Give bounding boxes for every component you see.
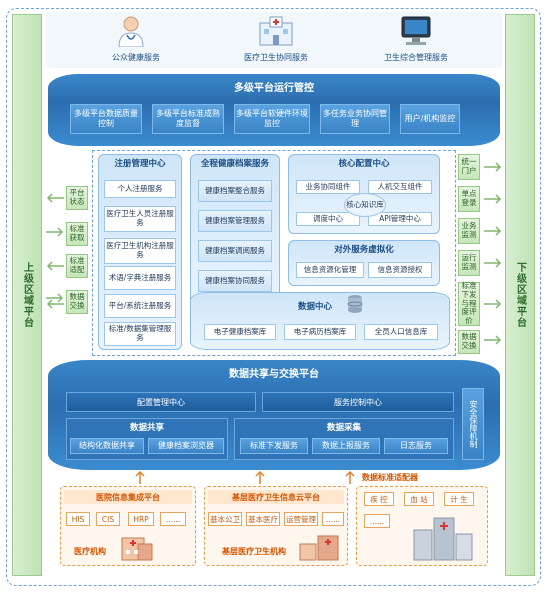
right-item-standard-dispatch: 标准下发与程度评价 [458, 282, 480, 326]
registry-item-staff: 医疗卫生人员注册服务 [104, 206, 176, 232]
exchange-platform-title: 数据共享与交换平台 [229, 368, 319, 380]
top-label-admin: 卫生综合管理服务 [384, 53, 448, 62]
primary-label: 基层医疗卫生机构 [222, 546, 286, 556]
right-arrows [484, 162, 502, 345]
core-config-title: 核心配置中心 [338, 159, 390, 169]
other-item-blood-station: 血 站 [404, 492, 434, 506]
sharing-structured: 结构化数据共享 [70, 438, 144, 454]
adapter-arrows [135, 470, 355, 484]
adapter-label: 数据标准适配器 [362, 473, 418, 482]
collect-data-report: 数据上报服务 [312, 438, 380, 454]
outer-frame [6, 8, 541, 586]
exchange-service-center: 服务控制中心 [262, 392, 454, 412]
health-records-management: 健康档案管理服务 [198, 210, 272, 232]
right-item-sso: 单点登录 [458, 186, 480, 212]
virtualization-resource-management: 信息资源化管理 [296, 262, 364, 278]
data-center-panel [190, 292, 450, 350]
middle-services-area [92, 150, 456, 356]
data-center-ehr-repo: 电子健康档案库 [204, 324, 276, 340]
data-center-population-repo: 全员人口信息库 [364, 324, 438, 340]
registry-item-platform: 平台/系统注册服务 [104, 294, 176, 318]
city-buildings-icon [413, 517, 473, 561]
exchange-config-center: 配置管理中心 [66, 392, 256, 412]
left-region-title: 上级区域平台 [21, 262, 33, 328]
other-item-cdc: 疾 控 [364, 492, 394, 506]
sharing-title: 数据共享 [129, 423, 164, 433]
left-item-data-exchange: 数据交换 [66, 290, 88, 314]
hospital-building-icon [121, 537, 153, 561]
exchange-security: 安全保障机制 [462, 388, 484, 460]
hospital-label: 医疗机构 [74, 546, 106, 556]
collect-log: 日志服务 [384, 438, 448, 454]
primary-platform-title: 基层医疗卫生信息云平台 [208, 490, 344, 504]
registry-title: 注册管理中心 [114, 159, 166, 169]
primary-item-more: ...... [322, 512, 344, 526]
virtualization-title: 对外服务虚拟化 [334, 245, 394, 255]
other-item-family-planning: 计 生 [444, 492, 474, 506]
registry-item-institution: 医疗卫生机构注册服务 [104, 238, 176, 264]
hospital-item-hrp: HRP [128, 512, 154, 526]
right-item-runtime-monitor: 运行监测 [458, 250, 480, 276]
monitor-icon [396, 14, 436, 48]
ops-item-maturity: 多级平台标准成熟度监督 [152, 104, 224, 134]
health-records-title: 全程健康档案服务 [200, 159, 269, 169]
hospital-item-his: HIS [66, 512, 90, 526]
core-config-scheduler: 调度中心 [296, 212, 360, 226]
registry-item-terminology: 术语/字典注册服务 [104, 266, 176, 290]
hospital-item-cis: CIS [96, 512, 120, 526]
top-label-public-health: 公众健康服务 [112, 53, 160, 62]
primary-item-basic-care: 基本医疗 [246, 512, 280, 526]
ops-item-user-monitor: 用户/机构监控 [400, 104, 460, 134]
primary-item-operations: 运营管理 [284, 512, 318, 526]
data-center-emr-repo: 电子病历档案库 [284, 324, 356, 340]
exchange-security-label: 安全保障机制 [469, 400, 478, 448]
core-knowledge-base: 核心知识库 [344, 193, 386, 217]
ops-item-coordination: 多任务业务协同管理 [320, 104, 390, 134]
other-item-more: ...... [364, 514, 390, 528]
right-region-title: 下级区域平台 [514, 262, 526, 328]
health-records-integration: 健康档案整合服务 [198, 180, 272, 202]
right-region-column: 下级区域平台 [505, 14, 535, 576]
health-records-retrieval: 健康档案调阅服务 [198, 240, 272, 262]
ops-platform-title: 多级平台运行管控 [234, 82, 314, 94]
data-center-title: 数据中心 [297, 302, 332, 312]
hospital-icon [256, 14, 296, 48]
collect-title: 数据采集 [326, 423, 361, 433]
left-item-standard-fetch: 标准获取 [66, 222, 88, 246]
core-config-business-component: 业务协同组件 [296, 180, 360, 194]
core-config-api-center: API管理中心 [368, 212, 432, 226]
hospital-item-more: ...... [160, 512, 186, 526]
collect-standard-dispatch: 标准下发服务 [240, 438, 308, 454]
ops-item-quality: 多级平台数据质量控制 [70, 104, 142, 134]
left-region-column: 上级区域平台 [12, 14, 42, 576]
clinic-building-icon [299, 535, 339, 561]
registry-item-personal: 个人注册服务 [104, 180, 176, 198]
right-item-data-exchange: 数据交换 [458, 330, 480, 354]
registry-item-standard: 标准/数据集管理服务 [104, 322, 176, 346]
left-arrows [46, 193, 64, 309]
top-service-row: 公众健康服务 医疗卫生协同服务 卫生综合管理服务 [46, 12, 502, 68]
core-config-hci-component: 人机交互组件 [368, 180, 432, 194]
left-item-platform-status: 平台状态 [66, 186, 88, 210]
left-item-standard-adapt: 标准适配 [66, 254, 88, 278]
hospital-platform-title: 医院信息集成平台 [64, 490, 192, 504]
sharing-browser: 健康档案浏览器 [148, 438, 224, 454]
virtualization-resource-authorization: 信息资源授权 [368, 262, 432, 278]
top-label-coordination: 医疗卫生协同服务 [244, 53, 308, 62]
database-icon [347, 295, 363, 313]
right-item-portal: 统一门户 [458, 154, 480, 180]
right-item-business-monitor: 业务监测 [458, 218, 480, 244]
health-records-collaboration: 健康档案协同服务 [198, 270, 272, 292]
primary-item-public-health: 基本公卫 [208, 512, 242, 526]
ops-item-environment: 多级平台软硬件环境监控 [234, 104, 310, 134]
doctor-icon [116, 14, 146, 48]
